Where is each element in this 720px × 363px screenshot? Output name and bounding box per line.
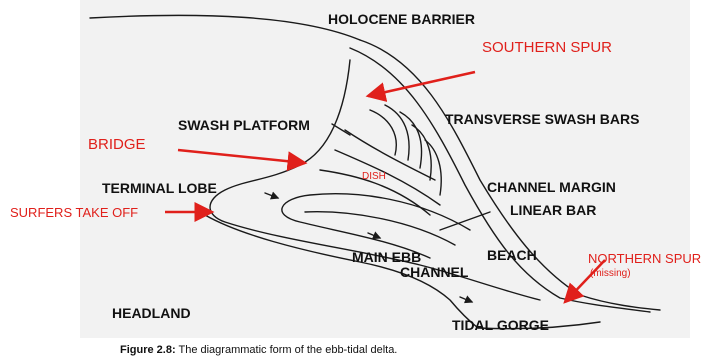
annotation-dish: DISH: [362, 172, 386, 182]
label-beach: BEACH: [487, 248, 537, 262]
annotation-northern-spur: NORTHERN SPUR: [588, 252, 701, 265]
annotation-surfers-take-off: SURFERS TAKE OFF: [10, 206, 138, 219]
annotation-southern-spur: SOUTHERN SPUR: [482, 40, 612, 55]
dish-line-2: [335, 150, 440, 205]
flow-arrow-1: [265, 193, 278, 198]
label-holocene-barrier: HOLOCENE BARRIER: [328, 12, 475, 26]
label-transverse-swash-bars: TRANSVERSE SWASH BARS: [445, 112, 639, 126]
figure-number: Figure 2.8:: [120, 344, 176, 356]
swash-bar-2: [385, 105, 409, 160]
label-headland: HEADLAND: [112, 306, 191, 320]
annotation-bridge: BRIDGE: [88, 137, 146, 152]
figure-caption: Figure 2.8: The diagrammatic form of the…: [120, 344, 397, 356]
leader-swash-platform: [332, 124, 350, 135]
label-tidal-gorge: TIDAL GORGE: [452, 318, 549, 332]
label-main-ebb: MAIN EBB: [352, 250, 421, 264]
label-channel: CHANNEL: [400, 265, 468, 279]
figure-caption-text: The diagrammatic form of the ebb-tidal d…: [178, 344, 397, 356]
bridge-arrow: [178, 150, 305, 163]
flow-arrow-3: [460, 297, 472, 302]
label-swash-platform: SWASH PLATFORM: [178, 118, 310, 132]
label-channel-margin: CHANNEL MARGIN: [487, 180, 616, 194]
annotation-missing: (missing): [590, 269, 631, 279]
northern-spur-arrow: [565, 260, 605, 302]
flow-arrow-2: [368, 233, 380, 238]
barrier-top-edge: [90, 15, 360, 40]
swash-bar-3: [400, 112, 422, 168]
swash-bar-5: [425, 140, 441, 195]
southern-spur-arrow: [368, 72, 475, 96]
label-linear-bar: LINEAR BAR: [510, 203, 596, 217]
label-terminal-lobe: TERMINAL LOBE: [102, 181, 217, 195]
